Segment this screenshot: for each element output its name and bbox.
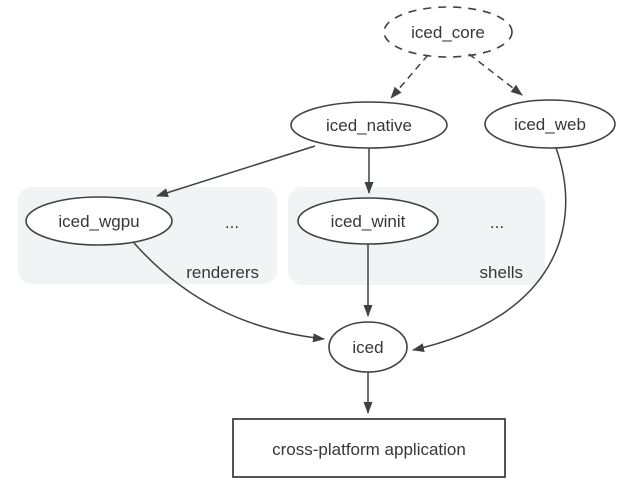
node-iced-core: iced_core <box>383 6 513 58</box>
edge-iced-core-to-iced-web <box>468 53 523 96</box>
diagram-edges <box>133 53 567 414</box>
iced-label: iced <box>352 338 383 357</box>
node-iced-native: iced_native <box>290 101 448 149</box>
node-cross-platform-application: cross-platform application <box>232 418 506 478</box>
edge-iced-wgpu-to-iced <box>133 242 325 343</box>
iced-winit-label: iced_winit <box>331 212 406 231</box>
iced-core-ellipse <box>383 6 513 58</box>
node-iced: iced <box>328 321 408 373</box>
node-iced-winit: iced_winit <box>297 197 439 245</box>
diagram-nodes: iced_core iced_native iced_web iced_wgpu… <box>25 6 616 478</box>
app-label: cross-platform application <box>272 440 466 459</box>
iced-web-ellipse <box>484 99 616 149</box>
edge-iced-native-to-iced-wgpu <box>156 145 316 197</box>
iced-native-label: iced_native <box>326 116 412 135</box>
edge-iced-web-to-iced <box>412 147 567 352</box>
node-iced-web: iced_web <box>484 99 616 149</box>
shells-group-label: shells <box>480 263 523 282</box>
iced-core-label: iced_core <box>411 23 485 42</box>
renderers-group-label: renderers <box>186 263 259 282</box>
app-rect <box>232 418 506 478</box>
node-iced-wgpu: iced_wgpu <box>25 196 173 246</box>
iced-web-label: iced_web <box>514 115 586 134</box>
shells-ellipsis: ... <box>490 213 504 232</box>
iced-wgpu-label: iced_wgpu <box>58 212 139 231</box>
renderers-ellipsis: ... <box>225 213 239 232</box>
edge-iced-core-to-iced-native <box>390 54 429 99</box>
iced-wgpu-ellipse <box>25 196 173 246</box>
